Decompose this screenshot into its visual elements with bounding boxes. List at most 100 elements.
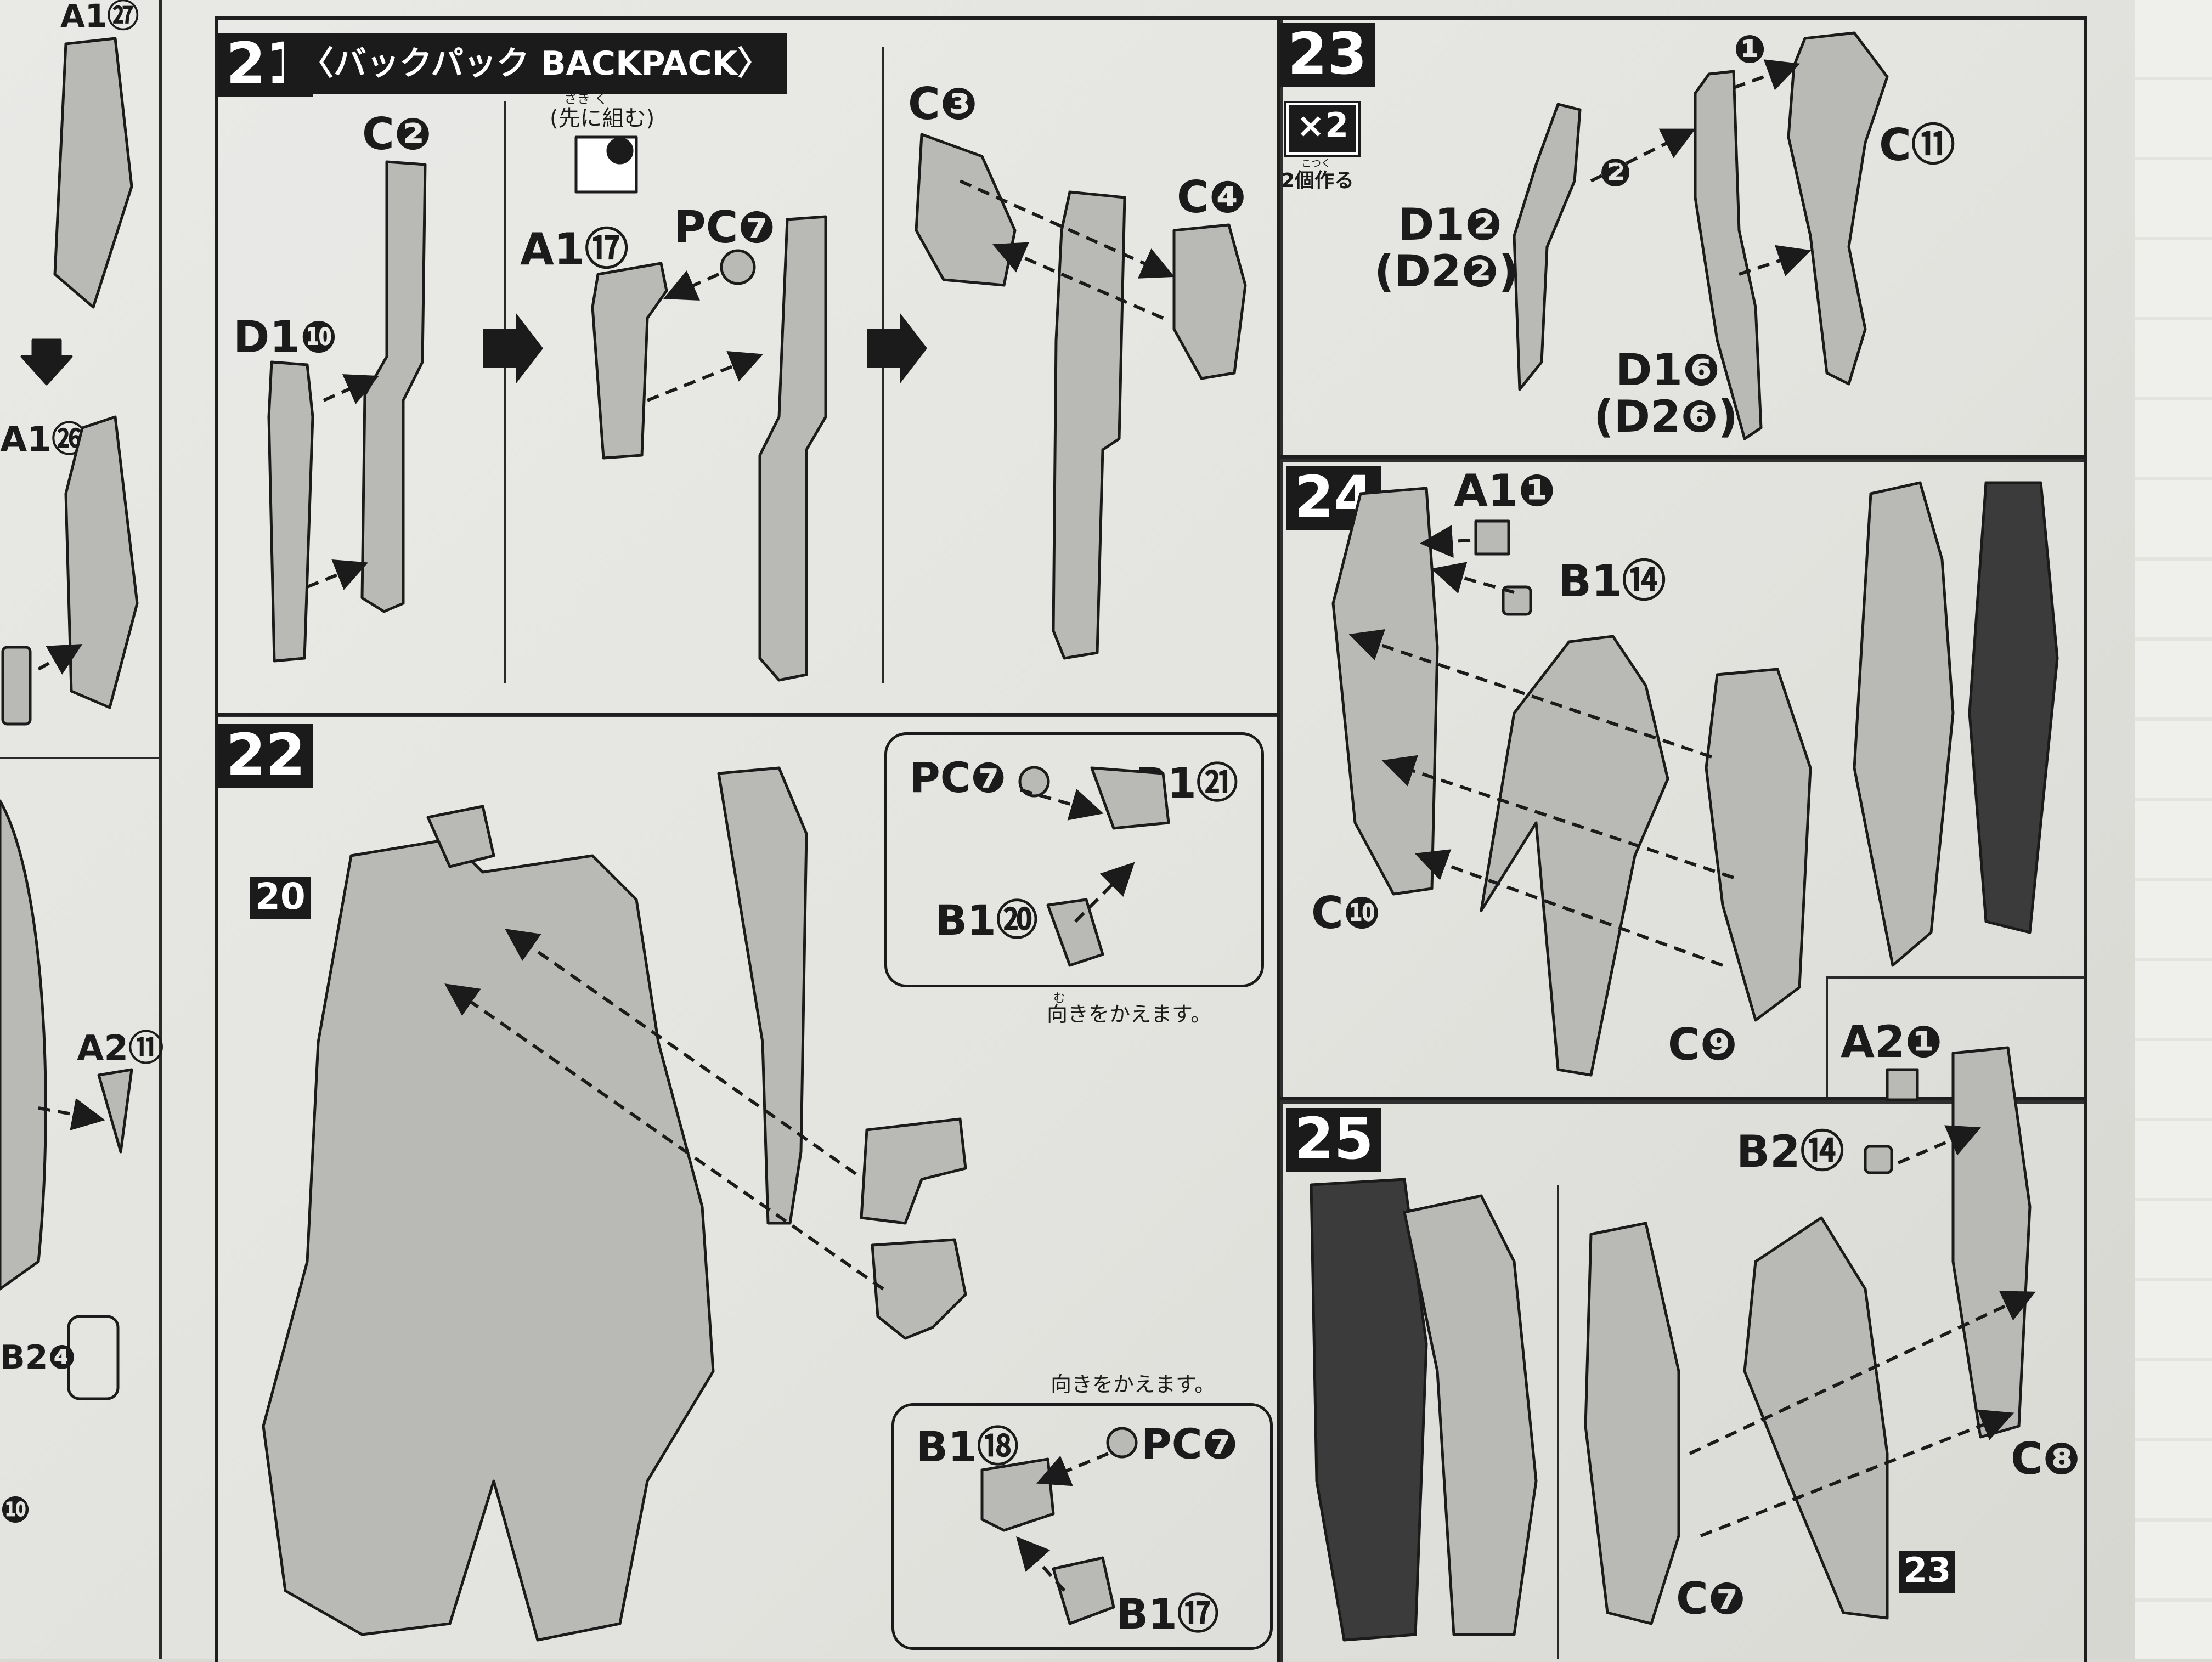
page-ref-10: ❿ (0, 1489, 31, 1531)
part-label-c9: C❾ (1668, 1019, 1737, 1070)
callout-1 (884, 732, 1264, 987)
part-d1-10 (267, 360, 314, 663)
left-strip-divider (159, 0, 162, 1659)
assembly-arrow-13 (1590, 128, 1696, 183)
step-23-number: 23 (1280, 23, 1375, 87)
part-label-c7: C❼ (1676, 1573, 1746, 1624)
assembly-arrow-8 (1074, 862, 1135, 923)
step-25-number: 25 (1286, 1108, 1381, 1172)
step-21-divider-1 (504, 101, 506, 683)
part-label-pc7: PC❼ (674, 202, 776, 253)
part-c8 (1951, 1046, 2032, 1439)
note-change-direction-2: 向きをかえます。 (1051, 1372, 1216, 1397)
order-marker-2: ❷ (1599, 150, 1632, 195)
multiplier-ruby: こつく (1301, 158, 1331, 169)
background-wall (2135, 0, 2212, 1659)
assembly-arrow-19 (1381, 755, 1734, 879)
assembly-arrow-16 (1420, 525, 1471, 558)
assembly-arrow-18 (1348, 629, 1712, 759)
part-c10 (1331, 487, 1439, 896)
part-label-a2-11: A2⑪ (77, 1028, 164, 1069)
part-a2-1 (1886, 1068, 1919, 1101)
step-22-number: 22 (218, 724, 313, 788)
order-marker-1: ❶ (1734, 27, 1767, 72)
next-step-arrow-1 (483, 313, 543, 384)
note-ruby: さき く (564, 91, 608, 106)
part-b1-18 (980, 1457, 1055, 1532)
step-23-panel (1277, 16, 2087, 462)
part-b1-14 (1502, 585, 1532, 616)
part-label-b1-14: B1⑭ (1558, 556, 1666, 607)
part-b2-14 (1864, 1145, 1893, 1174)
part-assembled-joint-2 (871, 1238, 967, 1340)
part-label-c2: C❷ (362, 109, 432, 160)
part-d1-2 (1513, 103, 1582, 391)
part-c11 (1787, 31, 1889, 386)
assembly-arrow-22 (1897, 1125, 1982, 1164)
part-wing-dark (1968, 481, 2059, 934)
part-label-c10: C❿ (1311, 887, 1381, 939)
assembly-arrow-25 (37, 644, 83, 675)
assembly-arrow-6 (992, 242, 1164, 320)
assembly-arrow-12 (1016, 1536, 1066, 1592)
part-b1-21 (1090, 766, 1170, 830)
part-label-c3: C❸ (908, 78, 978, 129)
part-label-b2-4: B2❹ (0, 1338, 76, 1377)
part-label-d2-2: (D2❷) (1374, 246, 1519, 297)
part-b1-17 (1052, 1556, 1115, 1625)
pc-note-dot (606, 137, 634, 165)
callout-2 (891, 1403, 1273, 1650)
part-label-a2-1: A2❶ (1841, 1016, 1943, 1067)
assembly-arrow-10 (444, 983, 884, 1291)
assembly-arrow-3 (663, 270, 720, 301)
part-wing-light-2 (1403, 1194, 1538, 1636)
left-part-6 (67, 1315, 120, 1400)
part-label-a1-1: A1❶ (1454, 465, 1556, 516)
assembly-arrow-9 (505, 929, 857, 1175)
part-label-b1-20: B1⑳ (935, 896, 1038, 945)
multiplier-note: 2個作る (1281, 169, 1355, 192)
part-c-wing-frame (1480, 635, 1669, 1077)
part-a1-17 (591, 262, 668, 460)
part-label-pc7-b: PC❼ (910, 753, 1006, 802)
assembly-arrow-4 (646, 351, 764, 402)
part-c-wing-frame-2 (1743, 1216, 1889, 1620)
part-label-b2-14: B2⑭ (1736, 1126, 1844, 1177)
assembly-arrow-24 (38, 1098, 105, 1130)
part-label-d1-6: D1❻ (1616, 344, 1720, 395)
note-assemble-first: (先に組む) (550, 106, 655, 131)
step-25-divider (1557, 1185, 1559, 1659)
part-c4 (1172, 223, 1247, 380)
assembly-arrow-17 (1431, 562, 1515, 594)
step-23-multiplier: ×2 (1284, 101, 1361, 157)
part-d1-6 (1694, 70, 1763, 440)
left-part-2 (64, 415, 139, 709)
assembly-arrow-1 (323, 374, 379, 404)
note-ruby-2: む (1053, 992, 1066, 1005)
step-24-inner-separator (1827, 976, 2085, 979)
assembly-arrow-15 (1739, 245, 1812, 276)
step-25-ref-23: 23 (1899, 1551, 1956, 1593)
part-label-c11: C⑪ (1879, 120, 1955, 171)
mobile-suit-head (426, 805, 495, 868)
step-21-title: 〈バックパック BACKPACK〉 (284, 33, 787, 94)
part-label-b1-18: B1⑱ (916, 1422, 1019, 1471)
step-24-inner-divider (1826, 976, 1828, 1097)
part-pc7-c (1106, 1427, 1138, 1459)
part-c9 (1705, 668, 1812, 1022)
part-c2-assembled (758, 215, 827, 682)
part-c3 (915, 133, 1017, 287)
assembly-arrow-11 (1036, 1452, 1109, 1486)
part-label-c8: C❽ (2011, 1433, 2080, 1484)
part-label-pc7-c: PC❼ (1141, 1420, 1238, 1468)
part-pc7-b (1018, 766, 1050, 798)
assembly-arrow-21 (1689, 1291, 2036, 1455)
part-c2 (360, 160, 427, 613)
next-step-arrow-2 (867, 313, 927, 384)
part-label-c4: C❹ (1177, 172, 1246, 223)
part-label-d2-6: (D2❻) (1594, 391, 1738, 442)
part-label-b1-17: B1⑰ (1116, 1590, 1219, 1638)
part-wing-light (1853, 481, 1955, 967)
part-backpack-frame (1052, 190, 1126, 660)
